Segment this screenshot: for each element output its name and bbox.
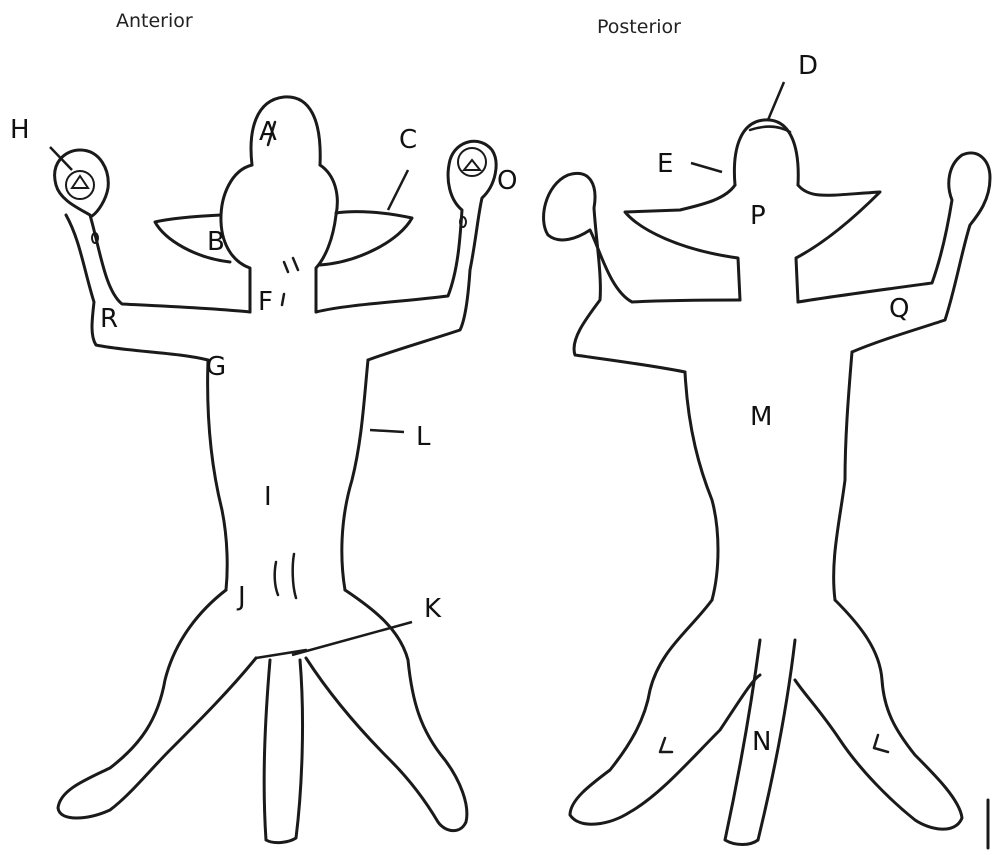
leader-c	[388, 170, 408, 210]
label-h: H	[10, 115, 30, 145]
posterior-torso-right-side	[834, 352, 852, 600]
label-n: N	[752, 727, 771, 757]
leader-d	[768, 82, 784, 120]
anterior-right-paw-center	[464, 160, 480, 170]
anterior-right-paw-pad	[458, 148, 486, 176]
posterior-torso-left-side	[685, 372, 718, 600]
label-p: P	[750, 201, 766, 231]
anterior-right-hind-leg	[306, 590, 467, 831]
label-b: B	[207, 227, 225, 257]
anterior-torso-right-side	[342, 360, 368, 590]
posterior-view-title: Posterior	[597, 16, 681, 38]
label-k: K	[424, 594, 442, 624]
anterior-view-title: Anterior	[116, 10, 193, 32]
label-q: Q	[889, 294, 909, 324]
label-f: F	[258, 287, 273, 317]
label-e: E	[657, 149, 673, 179]
leader-h	[50, 147, 72, 170]
posterior-left-hind-leg	[570, 600, 760, 824]
label-c: C	[399, 125, 417, 155]
anterior-torso-left-side	[208, 360, 228, 590]
anterior-head-outline	[221, 165, 337, 312]
anterior-left-paw-center	[72, 176, 88, 188]
posterior-right-hind-leg	[795, 600, 962, 829]
anterior-right-wrist-dot	[460, 217, 466, 227]
posterior-left-arm	[544, 173, 740, 372]
label-r: R	[100, 304, 118, 334]
anterior-throat-marks	[282, 258, 298, 305]
anterior-tail	[264, 660, 302, 843]
anterior-belly-marks	[275, 554, 296, 598]
anterior-left-hind-leg	[58, 590, 256, 818]
label-l: L	[416, 422, 431, 452]
anterior-right-ear-flap	[320, 212, 412, 265]
leader-l	[370, 430, 404, 432]
label-j: J	[236, 582, 246, 612]
leader-k	[292, 622, 412, 655]
posterior-right-hock-mark	[874, 735, 888, 752]
label-a: A	[259, 117, 277, 147]
label-o: O	[497, 166, 517, 196]
label-d: D	[798, 51, 818, 81]
posterior-left-hock-mark	[660, 738, 672, 752]
posterior-snout-outline	[734, 120, 798, 185]
label-i: I	[264, 482, 272, 512]
label-m: M	[750, 402, 772, 432]
anterior-pelt	[55, 97, 496, 843]
label-g: G	[206, 352, 226, 382]
leader-e	[691, 163, 722, 172]
